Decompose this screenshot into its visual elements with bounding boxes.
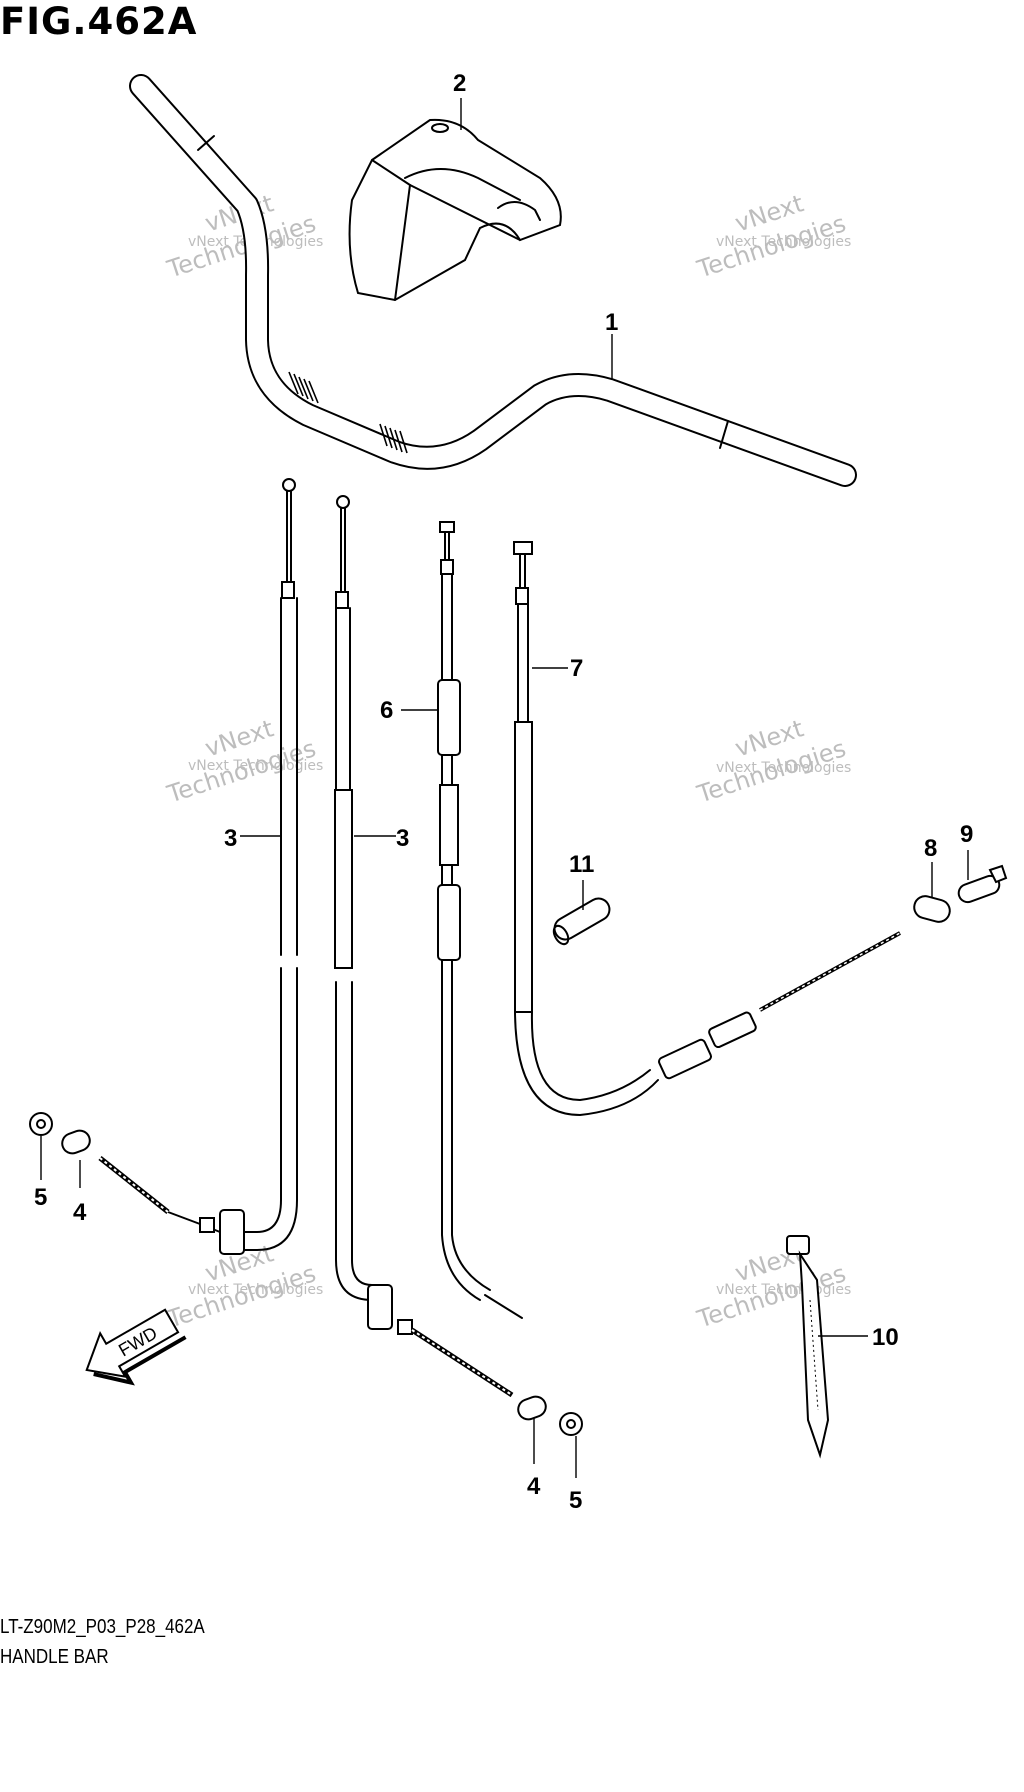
callout-11: 11 (569, 851, 594, 878)
watermark-3-small: vNext Technologies (188, 758, 323, 774)
callout-numbers: 2 1 3 3 4 4 5 5 6 7 8 9 10 11 (34, 70, 973, 1514)
callout-5-right: 5 (569, 1487, 582, 1514)
callout-6: 6 (380, 697, 393, 724)
knurling-left (288, 371, 319, 404)
callout-3-left: 3 (224, 825, 237, 852)
watermark-3: vNext Technologies (163, 714, 319, 808)
callout-4-right: 4 (527, 1473, 541, 1500)
callout-10: 10 (872, 1324, 899, 1351)
callout-8: 8 (924, 835, 937, 862)
callout-2: 2 (453, 70, 466, 97)
collar-part-4-left (61, 1129, 91, 1155)
callout-lines (40, 98, 969, 1478)
callout-7: 7 (570, 655, 583, 682)
nut-part-5-left (29, 1112, 53, 1136)
watermark-4-small: vNext Technologies (716, 760, 851, 776)
callout-1: 1 (605, 309, 618, 336)
figure-title: FIG.462A (0, 0, 198, 43)
figure-code: LT-Z90M2_P03_P28_462A (0, 1616, 205, 1638)
brake-cable-left-part (98, 478, 298, 1255)
handle-bar-part (129, 74, 857, 487)
callout-5-left: 5 (34, 1184, 47, 1211)
collar-part-8 (913, 895, 951, 923)
handle-cover-part (348, 118, 562, 302)
cable-tie-part-10 (786, 1235, 830, 1459)
watermark-4: vNext Technologies (693, 714, 849, 808)
callout-9: 9 (960, 821, 973, 848)
callout-3-right: 3 (396, 825, 409, 852)
grommet-part-11 (552, 897, 611, 946)
watermark-5-small: vNext Technologies (188, 1282, 323, 1298)
watermark-2-small: vNext Technologies (716, 234, 851, 250)
knurling-right (379, 423, 408, 454)
watermark-2: vNext Technologies (693, 189, 849, 283)
callout-4-left: 4 (73, 1199, 87, 1226)
throttle-cable-part (437, 521, 523, 1319)
starter-cable-part (513, 541, 901, 1116)
watermark-6-small: vNext Technologies (716, 1282, 851, 1298)
collar-part-4-right (517, 1395, 547, 1421)
figure-name: HANDLE BAR (0, 1646, 109, 1668)
brake-cable-right-part (334, 495, 514, 1398)
adjuster-part-9 (957, 864, 1008, 904)
nut-part-5-right (559, 1412, 583, 1436)
